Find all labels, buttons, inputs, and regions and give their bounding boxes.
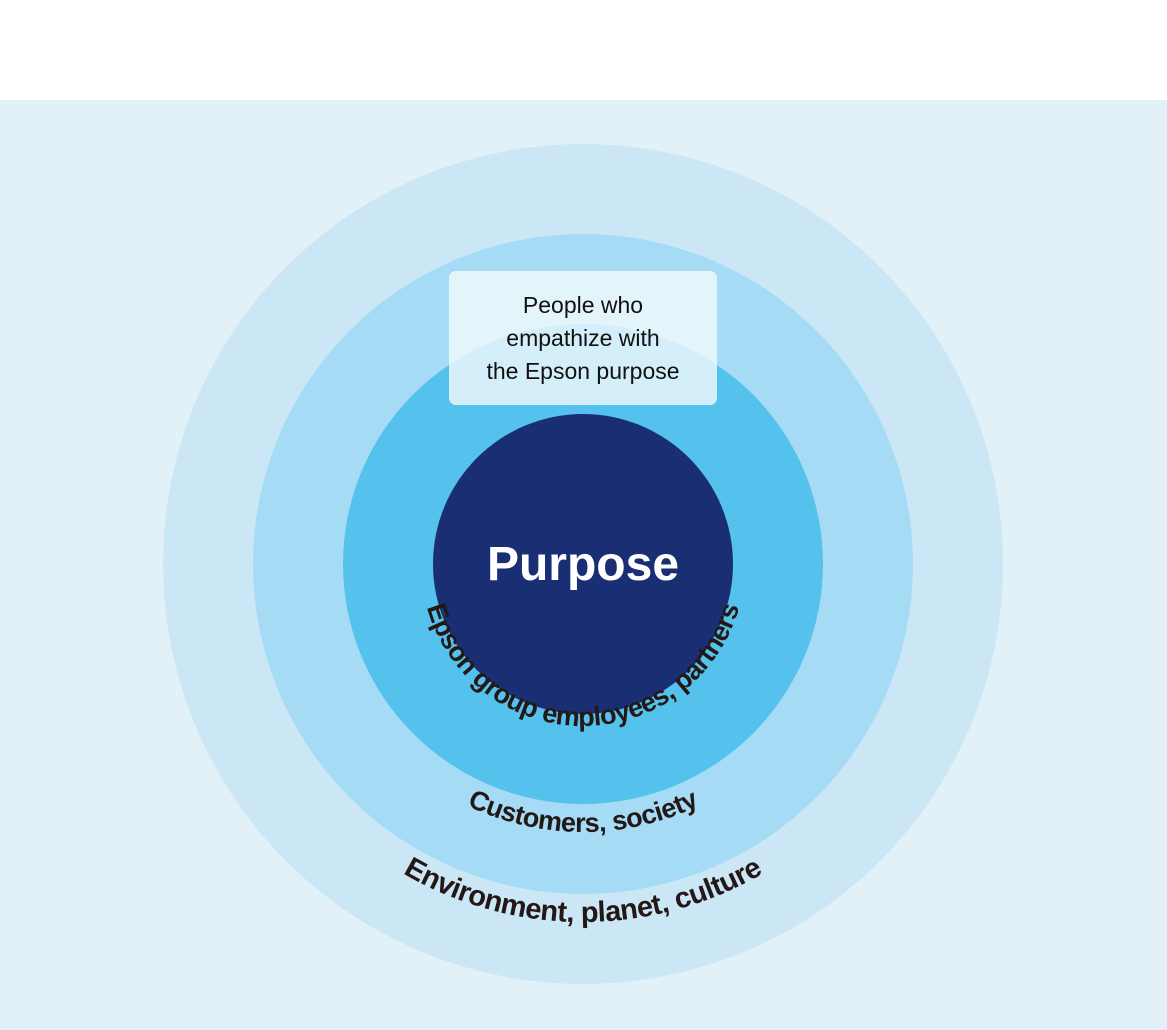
callout-line-1: People who bbox=[522, 291, 644, 318]
diagram-panel: Purpose Epson group employees, partners … bbox=[0, 100, 1167, 1030]
callout-line-2: empathize with bbox=[506, 324, 660, 351]
core-label: Purpose bbox=[487, 538, 679, 591]
core-purpose-circle bbox=[433, 414, 733, 714]
callout-line-3: the Epson purpose bbox=[486, 357, 680, 384]
empathizers-callout-box: People who empathize with the Epson purp… bbox=[449, 271, 717, 405]
header-whitespace bbox=[0, 0, 1167, 100]
concentric-diagram: Purpose Epson group employees, partners … bbox=[163, 144, 1003, 984]
